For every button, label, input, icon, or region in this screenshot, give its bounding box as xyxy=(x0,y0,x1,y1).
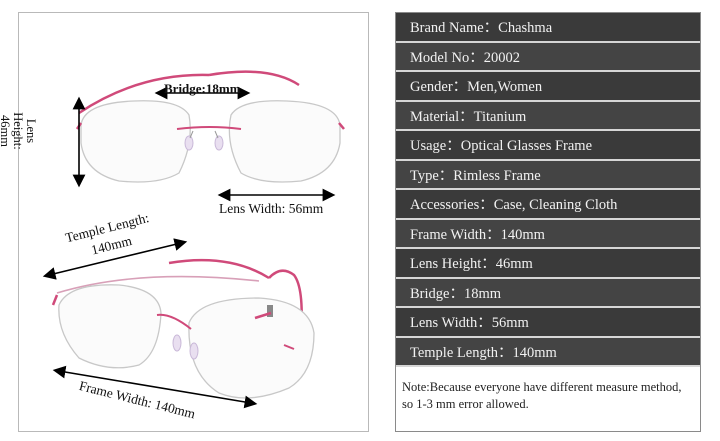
right-temple-top xyxy=(208,70,300,87)
front-view-glasses xyxy=(75,70,345,183)
left-lens-angled xyxy=(58,284,162,369)
spec-list: Brand Name：Chashma Model No：20002 Gender… xyxy=(396,13,700,367)
bridge-bar xyxy=(176,126,242,130)
spec-bridge: Bridge：18mm xyxy=(396,278,700,308)
lens-width-label: Lens Width: 56mm xyxy=(219,201,324,216)
right-lens-angled xyxy=(188,297,315,399)
spec-temple-length: Temple Length：140mm xyxy=(396,337,700,367)
spec-accessories: Accessories：Case, Cleaning Cloth xyxy=(396,190,700,220)
left-temple xyxy=(78,73,210,115)
product-diagram-panel: Bridge:18mm Lens Width: 56mm Lens Height… xyxy=(0,12,369,432)
far-temple xyxy=(168,258,270,280)
bridge-label: Bridge:18mm xyxy=(164,81,241,96)
temple-length-arrow xyxy=(42,238,188,280)
spec-usage: Usage：Optical Glasses Frame xyxy=(396,131,700,161)
far-temple-tip xyxy=(268,269,303,334)
right-nose-pad xyxy=(214,135,224,151)
spec-type: Type：Rimless Frame xyxy=(396,160,700,190)
left-lens-front xyxy=(80,100,191,183)
spec-brand-name: Brand Name：Chashma xyxy=(396,13,700,43)
right-lens-front xyxy=(228,100,341,183)
spec-lens-height: Lens Height：46mm xyxy=(396,249,700,279)
spec-panel: Brand Name：Chashma Model No：20002 Gender… xyxy=(395,12,701,432)
left-nose-pad xyxy=(184,135,194,151)
spec-lens-width: Lens Width：56mm xyxy=(396,308,700,338)
hinge xyxy=(267,305,273,317)
glasses-diagram xyxy=(42,70,345,409)
spec-gender: Gender：Men,Women xyxy=(396,72,700,102)
spec-frame-width: Frame Width：140mm xyxy=(396,219,700,249)
lens-height-label: Lens Height: 46mm xyxy=(0,112,38,150)
spec-material: Material：Titanium xyxy=(396,101,700,131)
measurement-note: Note:Because everyone have different mea… xyxy=(402,380,682,411)
right-endpiece xyxy=(338,122,345,130)
spec-model-no: Model No：20002 xyxy=(396,42,700,72)
frame-width-arrow xyxy=(52,365,258,409)
